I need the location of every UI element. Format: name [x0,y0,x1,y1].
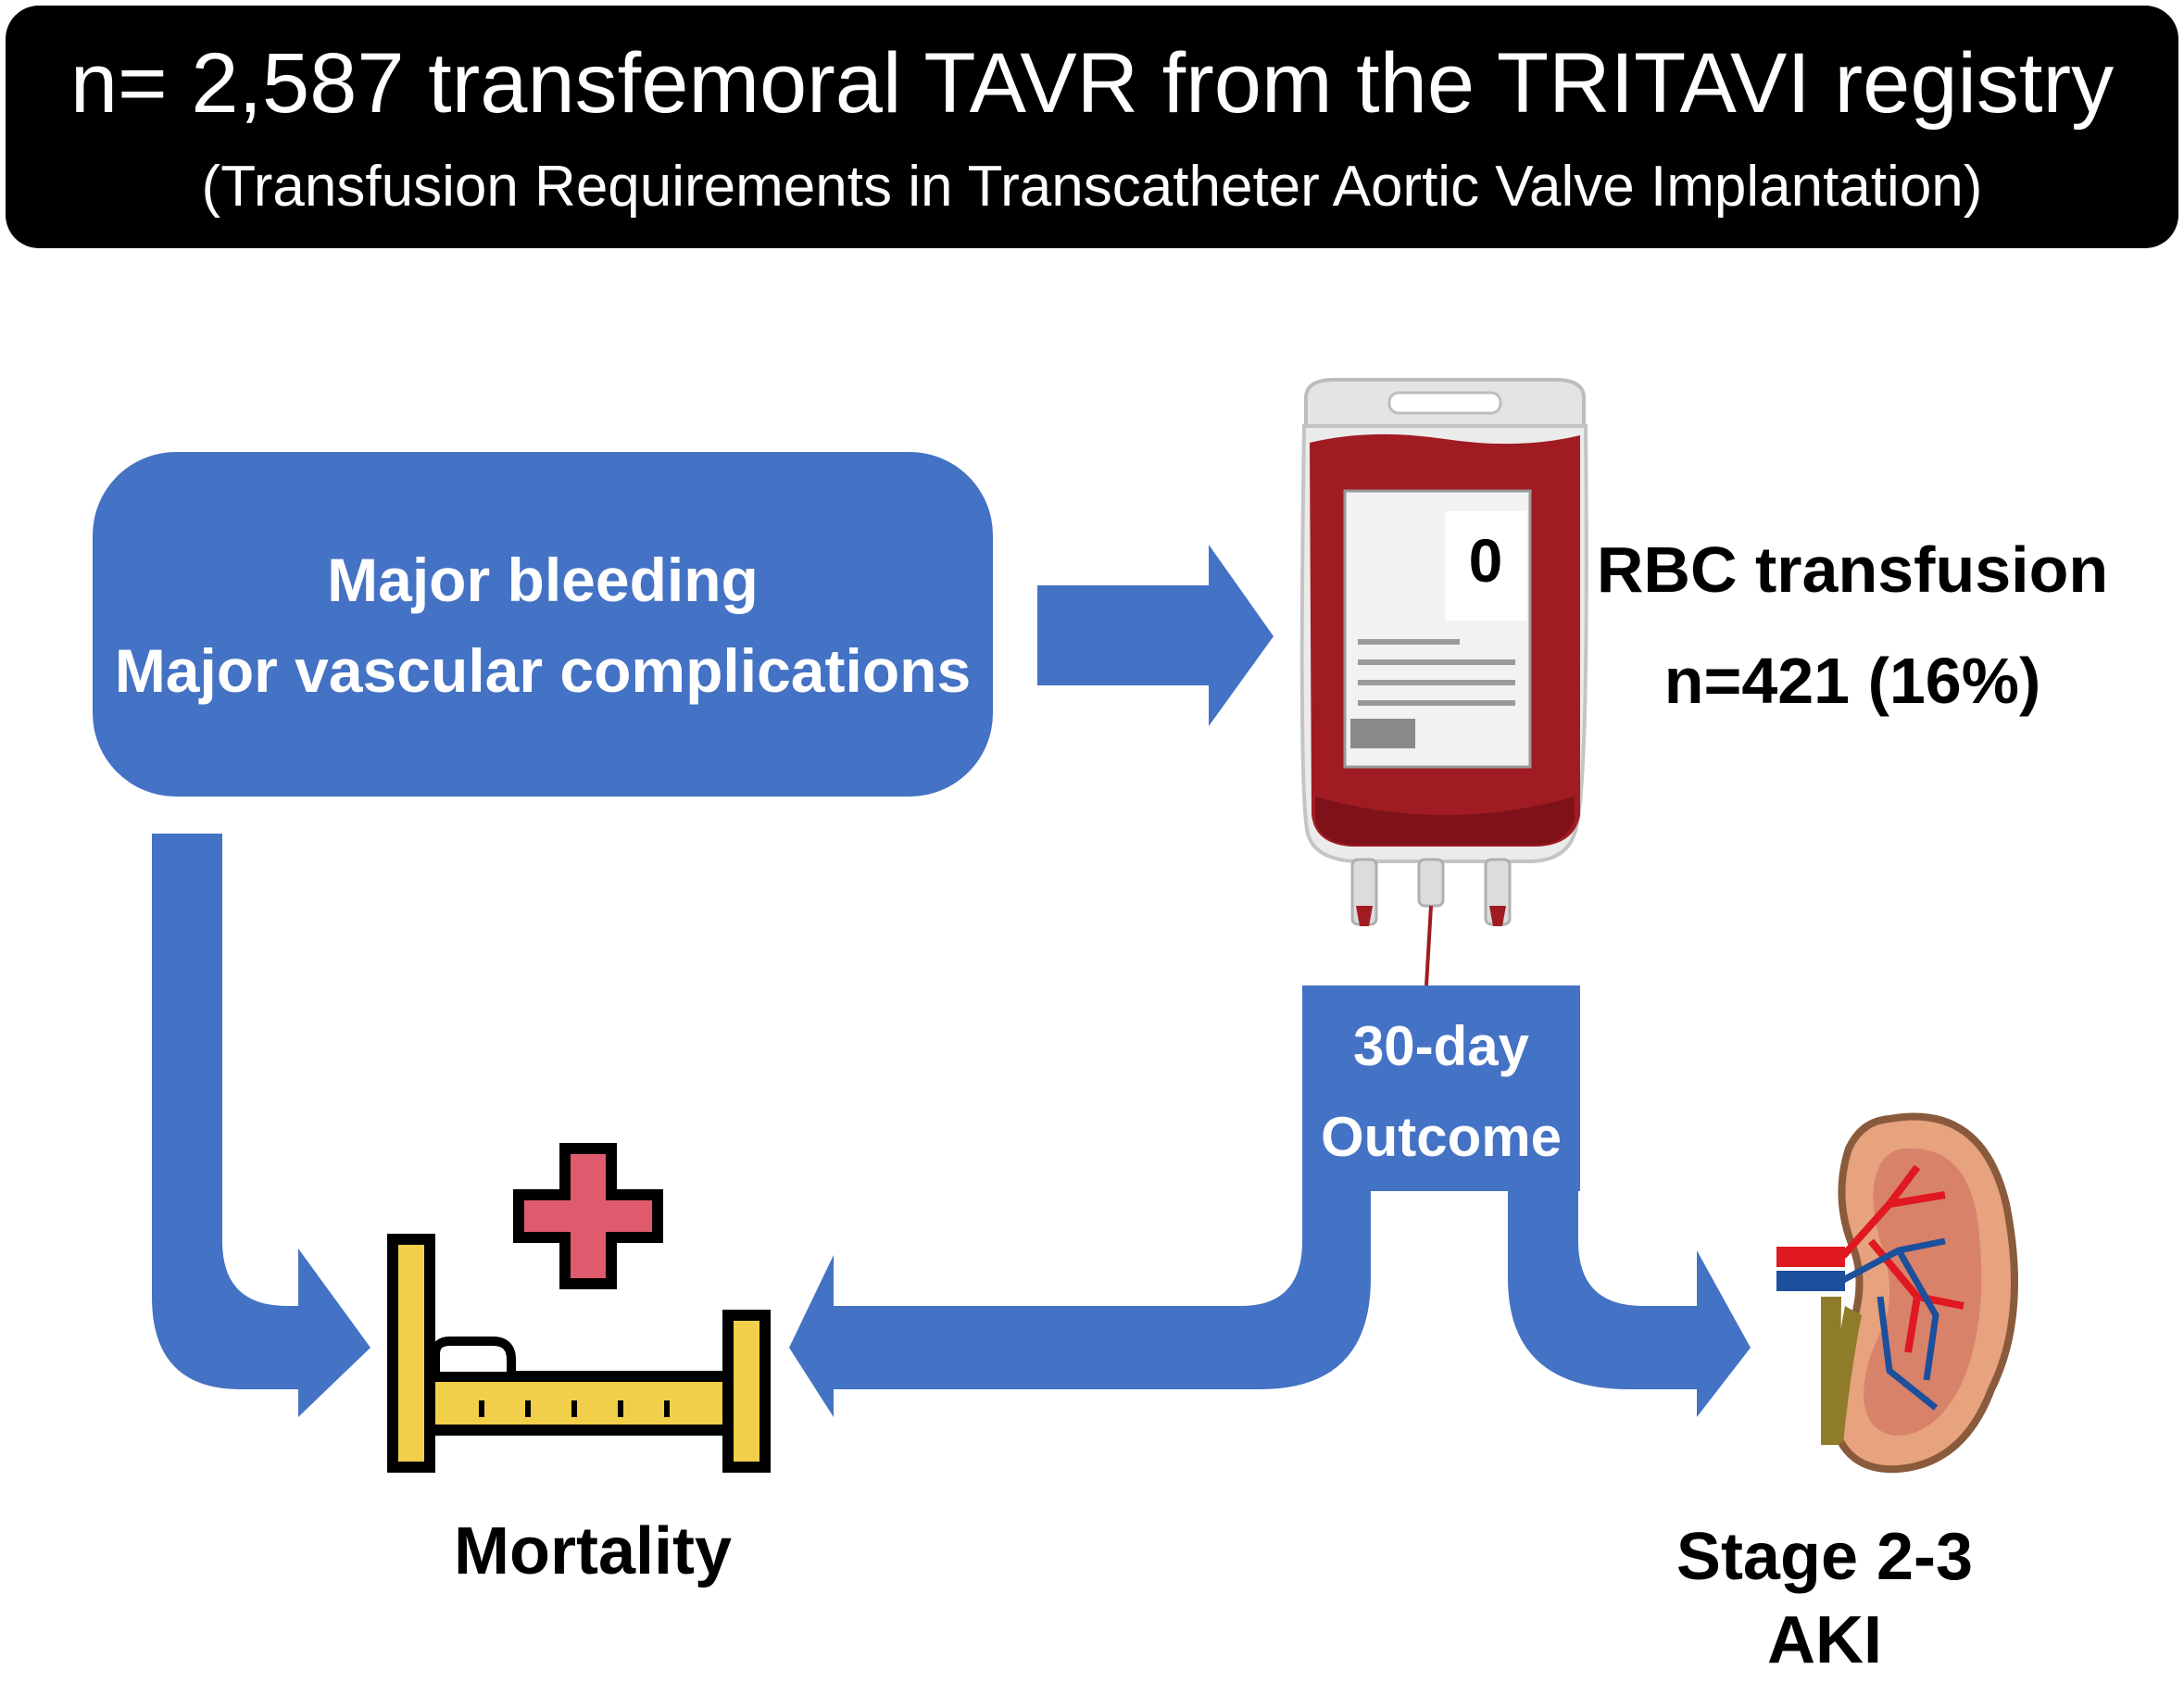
arrow-outcome-to-mortality [789,1186,1371,1417]
header-subtitle: (Transfusion Requirements in Transcathet… [201,155,1983,219]
arrow-bleeding-to-mortality [152,834,370,1417]
header-title: n= 2,587 transfemoral TAVR from the TRIT… [69,36,2115,131]
medical-cross-icon [513,1143,663,1289]
aki-label: Stage 2-3 AKI [1676,1520,1974,1677]
bleeding-line-1: Major bleeding [327,546,759,614]
kidney-icon [1776,1112,2018,1474]
outcome-line-1: 30-day [1352,1015,1530,1077]
arrow-outcome-to-aki [1508,1186,1751,1417]
blood-bag-icon [1299,378,1588,986]
outcome-box [1302,985,1580,1191]
arrow-to-transfusion [1037,545,1274,726]
hospital-bed-icon [387,1234,771,1473]
mortality-label: Mortality [453,1514,733,1588]
outcome-line-2: Outcome [1320,1106,1563,1168]
rbc-transfusion-count: n=421 (16%) [1663,645,2041,717]
diagram-graphics: 0 [152,378,2018,1474]
header-banner: n= 2,587 transfemoral TAVR from the TRIT… [6,6,2178,248]
bleeding-line-2: Major vascular complications [114,636,972,705]
rbc-transfusion-title: RBC transfusion [1596,533,2109,606]
bleeding-complications-box: Major bleeding Major vascular complicati… [93,452,993,797]
blood-type-label: 0 [1469,526,1503,595]
